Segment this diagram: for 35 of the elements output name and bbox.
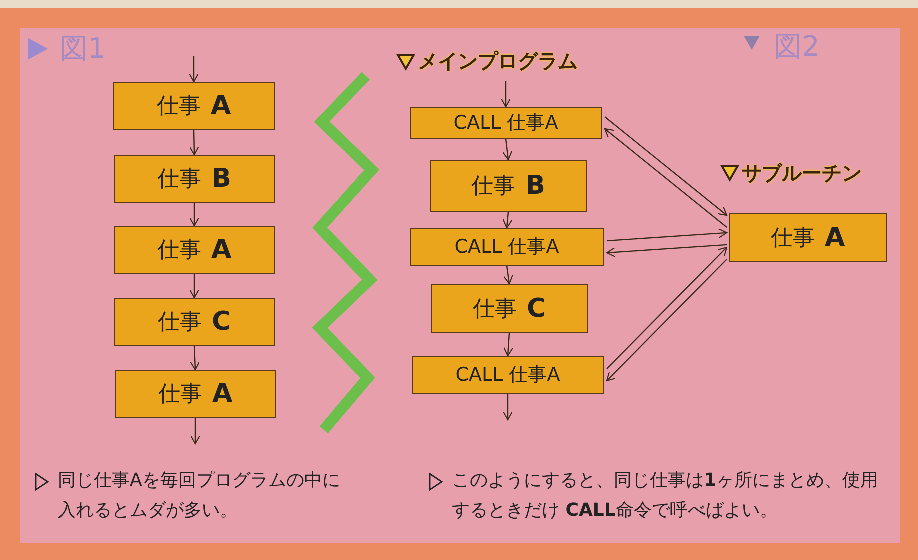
arrow <box>504 332 514 357</box>
arrow <box>604 128 728 228</box>
process-box: 仕事 B <box>114 155 275 203</box>
arrow <box>606 244 728 258</box>
process-box: 仕事 A <box>113 82 275 130</box>
process-box: CALL 仕事A <box>412 356 604 394</box>
arrow <box>189 130 200 156</box>
process-box: CALL 仕事A <box>410 107 602 139</box>
arrow <box>500 81 512 108</box>
arrow <box>502 212 513 229</box>
note-text: 同じ仕事Aを毎回プログラムの中に入れるとムダが多い。 <box>58 469 342 523</box>
heading: サブルーチン <box>742 160 862 187</box>
figure-label: 図1 <box>60 31 106 67</box>
process-box: 仕事 C <box>431 284 588 333</box>
arrow <box>503 266 514 285</box>
process-box: CALL 仕事A <box>410 228 604 266</box>
arrow <box>606 228 728 242</box>
process-box: 仕事 C <box>114 298 275 346</box>
arrow <box>604 116 728 216</box>
figure-label: 図2 <box>774 29 820 65</box>
process-box: 仕事 A <box>729 213 887 262</box>
arrow <box>606 259 728 382</box>
arrow <box>190 418 201 445</box>
arrow <box>606 246 728 370</box>
note-text: このようにすると、同じ仕事は1ヶ所にまとめ、使用するときだけ CALL命令で呼べばよい。 <box>452 469 880 523</box>
process-box: 仕事 A <box>114 226 275 274</box>
arrow <box>189 203 200 227</box>
arrow <box>502 138 513 161</box>
arrow <box>502 394 514 421</box>
arrow <box>189 274 200 299</box>
process-box: 仕事 A <box>115 370 276 418</box>
heading: メインプログラム <box>418 48 578 75</box>
arrow <box>190 346 200 371</box>
arrow <box>188 56 200 83</box>
process-box: 仕事 B <box>430 160 587 212</box>
